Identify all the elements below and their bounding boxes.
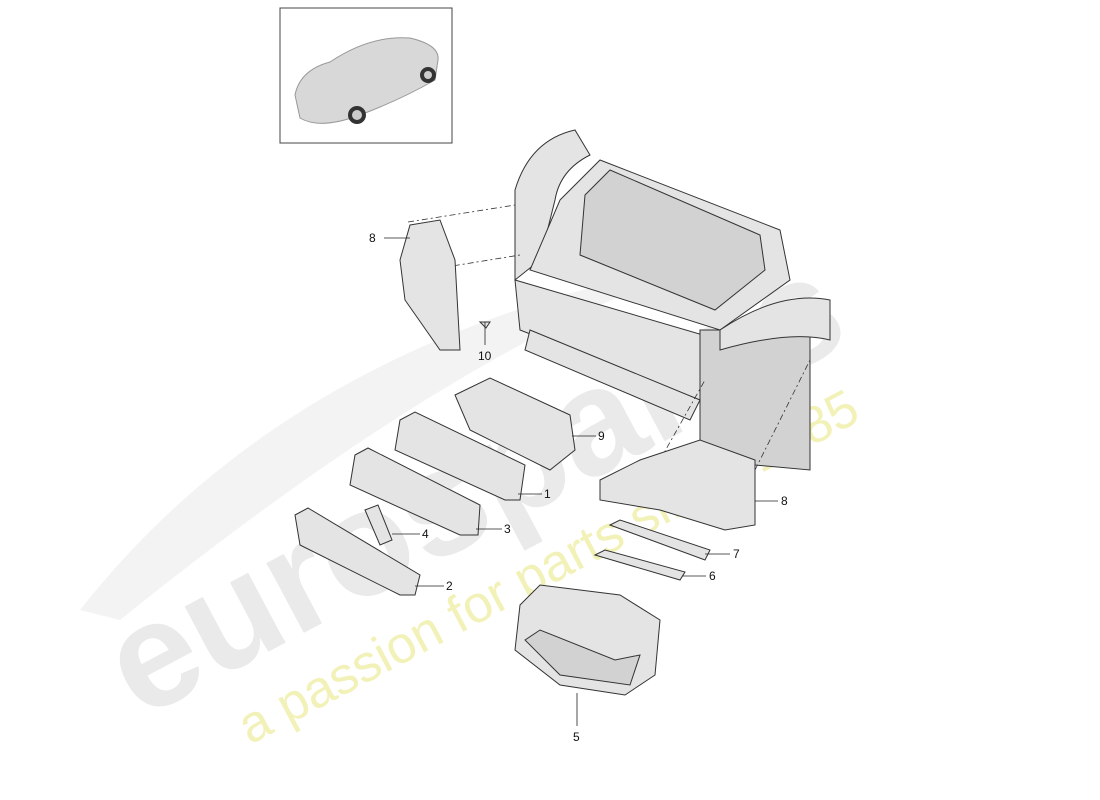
callout-5[interactable]: 5 [573,730,580,744]
callout-10[interactable]: 10 [478,349,492,363]
part-2-air-guide[interactable] [294,507,421,596]
callout-7[interactable]: 7 [733,547,740,561]
part-3-air-guide[interactable] [349,447,481,536]
car-thumbnail[interactable] [279,7,453,144]
part-9-air-guide[interactable] [454,377,576,471]
leader-lines [384,237,778,726]
callout-6[interactable]: 6 [709,569,716,583]
callout-8-left[interactable]: 8 [369,231,376,245]
part-1-air-guide[interactable] [394,411,526,501]
vehicle-front-body [514,129,831,471]
part-6-grille[interactable] [593,549,686,581]
callout-1[interactable]: 1 [544,487,551,501]
callout-9[interactable]: 9 [598,429,605,443]
callout-2[interactable]: 2 [446,579,453,593]
part-8-left-duct[interactable] [399,219,461,351]
part-8-right-duct[interactable] [599,439,756,531]
callout-8-right[interactable]: 8 [781,494,788,508]
part-7-grille[interactable] [608,519,711,561]
part-4-bracket[interactable] [364,504,393,546]
callout-3[interactable]: 3 [504,522,511,536]
callout-4[interactable]: 4 [422,527,429,541]
car-overview-icon [294,37,439,124]
